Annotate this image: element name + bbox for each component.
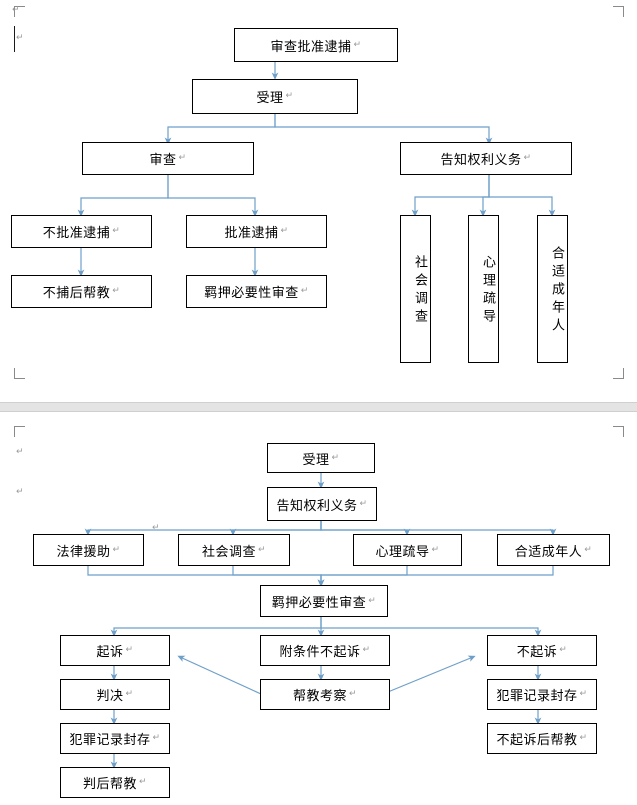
flow-node-shehui-diaocha[interactable]: 社会调查↵ [178,534,290,566]
flow-node-gaozhi-quanli-yiwu[interactable]: 告知权利义务↵ [267,487,377,521]
node-label: 不批准逮捕 [42,225,111,240]
node-label: 批准逮捕 [224,225,279,240]
node-label: 告知权利义务 [276,497,358,513]
paragraph-mark: ↵ [112,286,121,296]
paragraph-mark: ↵ [280,226,289,236]
node-label: 合适成年人 [514,543,583,559]
flow-node-buqisu-hou-bangjiao[interactable]: 不起诉后帮教↵ [487,723,597,754]
flow-node-qisu[interactable]: 起诉↵ [60,635,170,666]
node-label: 心理疏导 [481,255,496,327]
node-label: 社会调查 [201,543,256,559]
node-label: 不捕后帮教 [42,285,111,300]
paragraph-mark: ↵ [285,91,294,101]
paragraph-mark: ↵ [125,689,134,699]
flow-node-heshi-chengnianren[interactable]: 合适成年人↵ [497,534,610,566]
paragraph-mark: ↵ [579,689,588,699]
paragraph-mark: ↵ [331,452,340,463]
paragraph-mark: ↵ [348,689,358,699]
node-label: 不起诉后帮教 [496,732,578,747]
flow-node-jiya-biyaoxing-shencha[interactable]: 羁押必要性审查↵ [260,585,388,617]
node-label: 判后帮教 [82,776,137,791]
flow-node-gaozhi-quanli-yiwu[interactable]: 告知权利义务↵ [400,142,572,175]
flow-node-xinli-shudao[interactable]: 心理疏导↵ [353,534,462,566]
flow-node-bubu-hou-bangjiao[interactable]: 不捕后帮教↵ [11,275,152,308]
node-label: 附条件不起诉 [279,644,361,659]
flow-node-fanzui-jilu-fengcun-right[interactable]: 犯罪记录封存↵ [487,679,597,710]
flow-node-falv-yuanzhu[interactable]: 法律援助↵ [33,534,144,566]
node-label: 羁押必要性审查 [204,285,299,300]
flow-node-buqisu[interactable]: 不起诉↵ [487,635,597,666]
node-label: 受理 [302,451,330,467]
node-label: 合适成年人 [550,246,565,336]
flow-node-bu-pizhun-daibu[interactable]: 不批准逮捕↵ [11,215,152,248]
paragraph-mark: ↵ [584,544,593,555]
paragraph-mark: ↵ [152,523,160,533]
paragraph-mark: ↵ [138,777,148,787]
paragraph-mark: ↵ [112,544,121,555]
paragraph-mark: ↵ [579,733,588,743]
node-label: 判决 [96,688,124,703]
paragraph-mark: ↵ [359,498,368,509]
flow-node-pizhun-daibu[interactable]: 批准逮捕↵ [186,215,327,248]
node-label: 帮教考察 [292,688,347,703]
flow-node-futiaojian-buqisu[interactable]: 附条件不起诉↵ [260,635,390,666]
flow-node-shehui-diaocha[interactable]: 社会调查 [400,215,431,363]
paragraph-mark: ↵ [559,645,568,655]
node-label: 犯罪记录封存 [69,732,151,747]
paragraph-mark: ↵ [431,544,440,555]
flow-node-xinli-shudao[interactable]: 心理疏导 [468,215,499,363]
node-label: 心理疏导 [375,543,430,559]
node-label: 犯罪记录封存 [496,688,578,703]
flow-node-shouli[interactable]: 受理↵ [267,443,375,473]
node-label: 审查 [149,152,177,167]
paragraph-mark: ↵ [300,286,309,296]
paragraph-mark: ↵ [112,226,121,236]
paragraph-mark: ↵ [362,645,371,655]
paragraph-mark: ↵ [178,153,187,163]
node-label: 社会调查 [413,255,428,327]
flow-node-fanzui-jilu-fengcun-left[interactable]: 犯罪记录封存↵ [60,723,170,754]
text-cursor-bar [14,26,15,52]
page-1-connectors [77,62,556,277]
flow-node-shencha-pizhun-daibu[interactable]: 审查批准逮捕↵ [234,28,398,62]
page-break-separator [0,402,637,412]
flow-node-jiya-biyaoxing-shencha[interactable]: 羁押必要性审查↵ [186,275,327,308]
node-label: 起诉 [96,644,124,659]
document-page-1: ↵ ↵ [0,0,637,402]
node-label: 受理 [256,90,284,105]
node-label: 法律援助 [56,543,111,559]
flow-node-shencha[interactable]: 审查↵ [82,142,254,175]
node-label: 羁押必要性审查 [271,594,367,610]
paragraph-mark: ↵ [16,33,24,43]
paragraph-mark: ↵ [16,487,24,497]
flow-node-panhou-bangjiao[interactable]: 判后帮教↵ [60,767,170,798]
document-page-2: ↵ ↵ ↵ [0,412,637,805]
paragraph-mark: ↵ [125,645,134,655]
paragraph-mark: ↵ [152,733,161,743]
page-2-connectors [84,473,557,769]
paragraph-mark: ↵ [368,595,377,606]
paragraph-mark: ↵ [16,447,24,457]
flow-node-bangjiao-kaocha[interactable]: 帮教考察↵ [260,679,390,710]
node-label: 告知权利义务 [440,152,522,167]
paragraph-mark: ↵ [12,5,20,15]
paragraph-mark: ↵ [523,153,532,163]
flow-node-heshi-chengnianren[interactable]: 合适成年人 [537,215,568,363]
node-label: 审查批准逮捕 [270,38,352,54]
flow-node-panjue[interactable]: 判决↵ [60,679,170,710]
paragraph-mark: ↵ [353,39,362,50]
flow-node-shouli[interactable]: 受理↵ [192,79,358,114]
paragraph-mark: ↵ [257,544,267,555]
node-label: 不起诉 [516,644,558,659]
